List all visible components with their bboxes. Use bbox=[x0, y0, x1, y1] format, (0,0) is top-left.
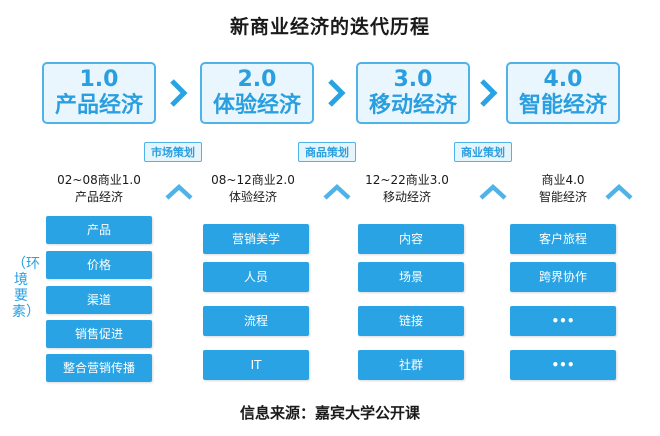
element-box: 渠道 bbox=[46, 286, 152, 314]
stage-box-3: 3.0 移动经济 bbox=[356, 62, 470, 124]
element-box: IT bbox=[203, 350, 309, 380]
stage-version: 4.0 bbox=[543, 67, 583, 92]
element-box: 营销美学 bbox=[203, 224, 309, 254]
stage-name: 移动经济 bbox=[368, 93, 457, 118]
era-period: 02~08商业1.0 bbox=[57, 173, 141, 187]
stage-box-4: 4.0 智能经济 bbox=[506, 62, 620, 124]
element-box: 场景 bbox=[358, 262, 464, 292]
era-label: 商业4.0 智能经济 bbox=[498, 172, 628, 206]
element-box: 流程 bbox=[203, 306, 309, 336]
chevron-up-icon bbox=[479, 183, 507, 200]
stage-box-1: 1.0 产品经济 bbox=[42, 62, 156, 124]
era-label: 12~22商业3.0 移动经济 bbox=[342, 172, 472, 206]
stage-version: 1.0 bbox=[79, 67, 119, 92]
source-note: 信息来源：嘉宾大学公开课 bbox=[239, 404, 420, 422]
element-box: ••• bbox=[510, 306, 616, 336]
chevron-up-icon bbox=[323, 183, 351, 200]
element-box: 价格 bbox=[46, 251, 152, 279]
element-box: 客户旅程 bbox=[510, 224, 616, 254]
era-period: 12~22商业3.0 bbox=[365, 173, 449, 187]
strategy-tag: 商业策划 bbox=[454, 142, 512, 162]
stage-name: 产品经济 bbox=[54, 93, 143, 118]
chevron-right-icon bbox=[170, 79, 188, 107]
element-box: 人员 bbox=[203, 262, 309, 292]
era-label: 08~12商业2.0 体验经济 bbox=[188, 172, 318, 206]
stage-name: 智能经济 bbox=[518, 93, 607, 118]
era-period: 08~12商业2.0 bbox=[211, 173, 295, 187]
era-period: 商业4.0 bbox=[541, 173, 585, 187]
element-box: 社群 bbox=[358, 350, 464, 380]
stage-version: 3.0 bbox=[393, 67, 433, 92]
element-box: 内容 bbox=[358, 224, 464, 254]
stage-version: 2.0 bbox=[237, 67, 277, 92]
strategy-tag: 商品策划 bbox=[298, 142, 356, 162]
side-label-environment: （环境要素） bbox=[12, 256, 40, 320]
element-box: 产品 bbox=[46, 216, 152, 244]
chevron-up-icon bbox=[605, 183, 633, 200]
element-box: ••• bbox=[510, 350, 616, 380]
strategy-tag: 市场策划 bbox=[144, 142, 202, 162]
chevron-up-icon bbox=[165, 183, 193, 200]
era-label: 02~08商业1.0 产品经济 bbox=[34, 172, 164, 206]
era-name: 体验经济 bbox=[228, 190, 277, 204]
era-name: 移动经济 bbox=[382, 190, 431, 204]
era-name: 产品经济 bbox=[74, 190, 123, 204]
chevron-right-icon bbox=[328, 79, 346, 107]
diagram-title: 新商业经济的迭代历程 bbox=[229, 16, 430, 38]
stage-box-2: 2.0 体验经济 bbox=[200, 62, 314, 124]
element-box: 链接 bbox=[358, 306, 464, 336]
element-box: 整合营销传播 bbox=[46, 354, 152, 382]
era-name: 智能经济 bbox=[538, 190, 587, 204]
element-box: 销售促进 bbox=[46, 320, 152, 348]
stage-name: 体验经济 bbox=[212, 93, 301, 118]
chevron-right-icon bbox=[480, 79, 498, 107]
element-box: 跨界协作 bbox=[510, 262, 616, 292]
